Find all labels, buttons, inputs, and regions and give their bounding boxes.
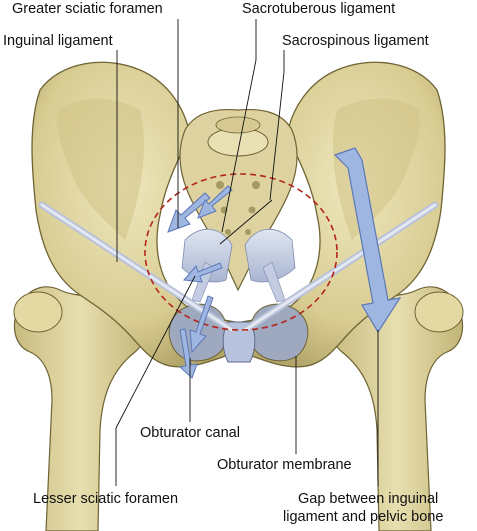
label-obturator-canal: Obturator canal <box>140 425 240 441</box>
leader-lesser-sciatic-a <box>115 275 196 429</box>
label-lesser-sciatic-foramen: Lesser sciatic foramen <box>33 491 179 507</box>
leader-lines <box>115 19 379 486</box>
label-sacrotuberous-ligament: Sacrotuberous ligament <box>242 1 396 17</box>
inguinal-ligament-right <box>241 201 439 334</box>
pelvic-inlet-outline <box>144 173 338 331</box>
inguinal-ligament-left <box>38 201 236 334</box>
arrow-greater-sciatic-foramen <box>167 185 233 233</box>
label-gap-line-1: Gap between inguinal <box>298 491 439 507</box>
label-sacrospinous-ligament: Sacrospinous ligament <box>282 33 429 49</box>
label-gap-line-2: ligament and pelvic bone <box>283 509 444 525</box>
sacrum <box>179 108 298 292</box>
right-femur <box>331 286 464 531</box>
arrow-obturator-canal <box>178 328 198 379</box>
label-obturator-membrane: Obturator membrane <box>217 457 352 473</box>
arrow-gap-inguinal <box>333 147 402 334</box>
leader-sacrospinous-b <box>269 71 285 201</box>
leader-sacrospinous-c <box>219 199 273 245</box>
left-femur <box>13 286 146 531</box>
arrow-lesser-sciatic-foramen <box>183 262 223 354</box>
leader-sacrotuberous-b <box>221 59 257 233</box>
label-greater-sciatic-foramen: Greater sciatic foramen <box>12 1 163 17</box>
label-inguinal-ligament: Inguinal ligament <box>3 33 113 49</box>
